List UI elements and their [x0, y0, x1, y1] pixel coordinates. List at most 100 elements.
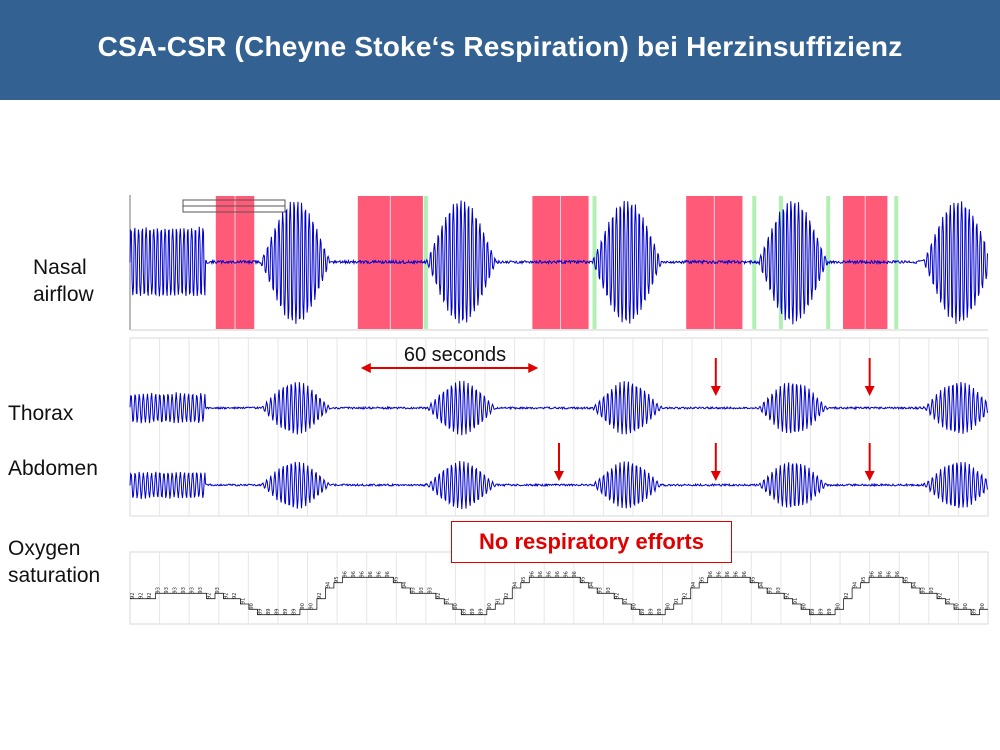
- spo2-value-label: 96: [564, 571, 570, 577]
- spo2-value-label: 96: [895, 571, 901, 577]
- spo2-value-label: 90: [487, 603, 493, 609]
- scale-bar-left-arrow: [360, 363, 371, 373]
- label-line: Nasal: [33, 256, 87, 279]
- spo2-value-label: 96: [538, 571, 544, 577]
- spo2-value-label: 92: [844, 592, 850, 598]
- spo2-value-label: 96: [733, 571, 739, 577]
- spo2-value-label: 95: [903, 577, 909, 583]
- spo2-value-label: 89: [640, 609, 646, 615]
- spo2-value-label: 95: [699, 576, 705, 582]
- spo2-value-label: 91: [496, 598, 502, 604]
- spo2-value-label: 93: [198, 587, 204, 593]
- spo2-value-label: 93: [164, 587, 170, 593]
- spo2-value-label: 89: [283, 609, 289, 615]
- spo2-value-label: 92: [937, 593, 943, 599]
- spo2-value-label: 96: [530, 571, 536, 577]
- spo2-value-label: 96: [385, 571, 391, 577]
- spo2-value-label: 89: [818, 608, 824, 614]
- spo2-value-label: 93: [156, 587, 162, 593]
- spo2-value-label: 89: [648, 608, 654, 614]
- label-line: Thorax: [8, 402, 74, 425]
- spo2-value-label: 93: [598, 587, 604, 593]
- spo2-value-label: 90: [453, 603, 459, 609]
- spo2-value-label: 93: [190, 587, 196, 593]
- scale-bar-label: 60 seconds: [403, 344, 507, 366]
- spo2-value-label: 96: [555, 571, 561, 577]
- label-line: Oxygen: [8, 537, 81, 560]
- spo2-value-label: 91: [623, 598, 629, 604]
- spo2-value-label: 93: [428, 587, 434, 593]
- spo2-value-label: 94: [852, 582, 858, 588]
- spo2-value-label: 96: [572, 571, 578, 577]
- spo2-value-label: 92: [317, 592, 323, 598]
- label-line: airflow: [33, 283, 94, 306]
- spo2-value-label: 91: [793, 598, 799, 604]
- spo2-value-label: 89: [462, 609, 468, 615]
- spo2-value-label: 94: [912, 582, 918, 588]
- spo2-value-label: 95: [521, 576, 527, 582]
- spo2-value-label: 89: [258, 609, 264, 615]
- spo2-value-label: 96: [878, 571, 884, 577]
- spo2-value-label: 92: [224, 593, 230, 599]
- slide-title: CSA-CSR (Cheyne Stoke‘s Respiration) bei…: [97, 31, 903, 62]
- no-effort-arrow-head: [554, 471, 564, 481]
- spo2-value-label: 92: [682, 592, 688, 598]
- spo2-value-label: 92: [130, 592, 136, 598]
- spo2-value-label: 90: [309, 603, 315, 609]
- spo2-value-label: 96: [716, 571, 722, 577]
- spo2-value-label: 93: [929, 587, 935, 593]
- spo2-value-label: 90: [632, 603, 638, 609]
- no-effort-arrow-head: [864, 471, 875, 481]
- spo2-value-label: 89: [478, 608, 484, 614]
- spo2-value-label: 90: [249, 603, 255, 609]
- spo2-value-label: 89: [810, 609, 816, 615]
- spo2-value-label: 93: [920, 587, 926, 593]
- no-effort-arrow-head: [710, 471, 721, 481]
- spo2-value-label: 89: [470, 608, 476, 614]
- spo2-value-label: 93: [606, 587, 612, 593]
- spo2-value-label: 89: [266, 609, 272, 615]
- spo2-value-label: 91: [241, 598, 247, 604]
- spo2-value-label: 89: [275, 609, 281, 615]
- spo2-value-label: 92: [614, 593, 620, 599]
- spo2-value-label: 94: [589, 582, 595, 588]
- spo2-value-label: 89: [292, 609, 298, 615]
- spo2-value-label: 94: [691, 582, 697, 588]
- spo2-value-label: 95: [580, 577, 586, 583]
- spo2-value-label: 92: [232, 593, 238, 599]
- no-effort-arrow-head: [864, 386, 875, 396]
- spo2-value-label: 95: [394, 577, 400, 583]
- spo2-value-label: 96: [377, 571, 383, 577]
- spo2-value-label: 93: [173, 587, 179, 593]
- spo2-value-label: 90: [665, 603, 671, 609]
- trace-oxygen-saturation: [130, 576, 988, 616]
- spo2-value-label: 96: [725, 571, 731, 577]
- spo2-panel: [129, 551, 989, 625]
- spo2-value-label: 96: [360, 571, 366, 577]
- spo2-value-label: 96: [708, 571, 714, 577]
- label-oxygen-saturation: Oxygen saturation: [8, 535, 100, 589]
- spo2-value-label: 89: [657, 608, 663, 614]
- spo2-value-label: 93: [181, 587, 187, 593]
- effort-panel: [129, 337, 989, 517]
- trace-abdomen: [129, 460, 988, 510]
- spo2-value-label: 90: [954, 603, 960, 609]
- spo2-value-label: 94: [326, 582, 332, 588]
- spo2-value-label: 92: [207, 593, 213, 599]
- spo2-value-label: 96: [351, 571, 357, 577]
- spo2-value-label: 92: [504, 592, 510, 598]
- spo2-value-label: 96: [368, 571, 374, 577]
- spo2-value-label: 93: [419, 587, 425, 593]
- scale-bar-right-arrow: [528, 363, 539, 373]
- spo2-value-label: 91: [445, 598, 451, 604]
- title-bar: CSA-CSR (Cheyne Stoke‘s Respiration) bei…: [0, 0, 1000, 100]
- spo2-value-label: 94: [759, 582, 765, 588]
- spo2-value-label: 96: [869, 571, 875, 577]
- label-line: Abdomen: [8, 457, 98, 480]
- spo2-value-label: 95: [861, 576, 867, 582]
- label-abdomen: Abdomen: [8, 455, 98, 482]
- spo2-value-label: 91: [946, 598, 952, 604]
- signal-traces: [129, 200, 988, 616]
